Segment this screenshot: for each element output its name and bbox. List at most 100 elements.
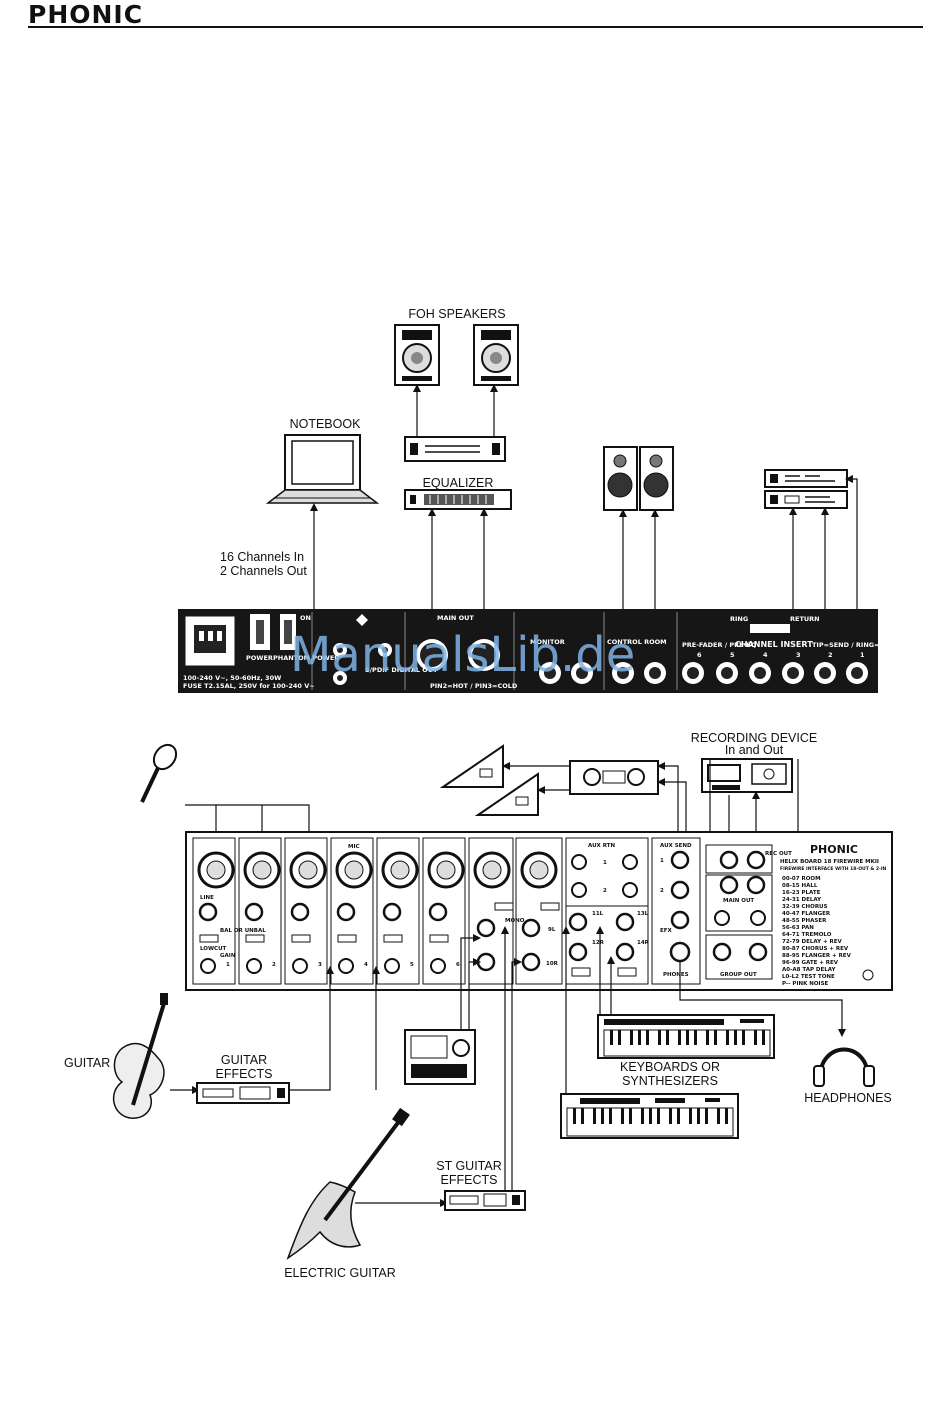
aux-send-1: 1 — [660, 858, 664, 864]
channel-number-3: 3 — [318, 962, 322, 968]
main-out-label: MAIN OUT — [437, 614, 474, 622]
phones-label: PHONES — [663, 972, 689, 978]
monitor-amplifier — [569, 760, 659, 795]
aux-send-2: 2 — [660, 888, 664, 894]
headphones-label: HEADPHONES — [804, 1091, 892, 1105]
st-guitar-label-2: EFFECTS — [441, 1173, 498, 1187]
svg-text:24-31 DELAY: 24-31 DELAY — [782, 897, 822, 903]
mixer-model: HELIX BOARD 18 FIREWIRE MKII — [780, 859, 879, 865]
keyboards-label-2: SYNTHESIZERS — [622, 1074, 718, 1088]
insert-number-1: 1 — [860, 651, 865, 659]
monitor-label: MONITOR — [530, 638, 565, 646]
main-out-front-label: MAIN OUT — [723, 898, 754, 904]
channel-number-6: 6 — [456, 962, 460, 968]
recording-sub-label: In and Out — [725, 743, 784, 757]
equalizer-unit — [404, 489, 512, 510]
guitar-label: GUITAR — [64, 1056, 110, 1070]
fuse-text: FUSE T2.15AL, 250V for 100-240 V~ — [183, 682, 315, 690]
insert-number-3: 3 — [796, 651, 801, 659]
mixer-brand: PHONIC — [810, 843, 858, 856]
main-out-pins-label: PIN2=HOT / PIN3=COLD — [430, 682, 518, 690]
svg-text:96-99 GATE + REV: 96-99 GATE + REV — [782, 960, 839, 966]
stage-monitor-bottom — [474, 772, 539, 816]
mono-label: MONO — [505, 918, 525, 924]
stereo-label-14r: 14R — [637, 940, 650, 946]
guitar-effects-unit — [196, 1082, 290, 1104]
guitar-effects-label-1: GUITAR — [221, 1053, 267, 1067]
svg-text:64-71 TREMOLO: 64-71 TREMOLO — [782, 932, 832, 938]
stereo-label-10r: 10R — [546, 961, 559, 967]
insert-number-4: 4 — [763, 651, 768, 659]
svg-text:08-15 HALL: 08-15 HALL — [782, 883, 818, 889]
svg-text:P-- PINK NOISE: P-- PINK NOISE — [782, 981, 829, 987]
channel-insert-label: CHANNEL INSERT — [735, 640, 813, 649]
lowcut-buttons — [199, 902, 560, 943]
aux-rtn-label: AUX RTN — [588, 843, 615, 849]
channel-strips — [192, 837, 563, 985]
notebook-computer — [265, 434, 380, 504]
stage-monitor-top — [439, 744, 504, 788]
insert-jacks — [682, 662, 868, 684]
notebook-label: NOTEBOOK — [290, 417, 362, 431]
svg-text:A0-A8 TAP DELAY: A0-A8 TAP DELAY — [782, 967, 836, 973]
line-inputs — [198, 902, 541, 972]
phonic-logo: PHONIC — [28, 0, 144, 29]
svg-text:40-47 FLANGER: 40-47 FLANGER — [782, 911, 831, 917]
power-amplifier — [404, 436, 506, 462]
microphone — [140, 743, 178, 803]
insert-number-6: 6 — [697, 651, 702, 659]
svg-text:80-87 CHORUS + REV: 80-87 CHORUS + REV — [782, 946, 849, 952]
svg-text:88-95 FLANGER + REV: 88-95 FLANGER + REV — [782, 953, 852, 959]
gain-label: GAIN — [220, 953, 236, 959]
equalizer-label: EQUALIZER — [423, 476, 494, 490]
foh-speakers-label: FOH SPEAKERS — [408, 307, 505, 321]
headphones — [813, 1047, 875, 1087]
svg-text:56-63 PAN: 56-63 PAN — [782, 925, 814, 931]
svg-text:72-79 DELAY + REV: 72-79 DELAY + REV — [782, 939, 842, 945]
gain-knobs — [200, 958, 446, 974]
insert-pre-label: PRE-FADER / PRE-EQ — [682, 641, 757, 649]
channels-out-label: 2 Channels Out — [220, 564, 307, 578]
digital-out-label: S/PDIF DIGITAL OUT — [365, 666, 438, 674]
channels-in-label: 16 Channels In — [220, 550, 304, 564]
mic-label: MIC — [348, 844, 360, 850]
aux-send-label: AUX SEND — [660, 843, 692, 849]
drum-machine — [404, 1029, 476, 1085]
recording-device-label: RECORDING DEVICE — [691, 731, 817, 745]
electric-guitar-label: ELECTRIC GUITAR — [284, 1266, 396, 1280]
mixer-front-panel: LINE GAIN BAL OR UNBAL LOWCUT MIC MONO 1… — [185, 831, 893, 991]
on-label: ON — [300, 614, 311, 622]
mixer-model-sub: FIREWIRE INTERFACE WITH 18-OUT & 2-IN — [780, 866, 887, 872]
insert-number-5: 5 — [730, 651, 735, 659]
svg-text:16-23 PLATE: 16-23 PLATE — [782, 890, 821, 896]
insert-number-2: 2 — [828, 651, 833, 659]
channel-number-1: 1 — [226, 962, 230, 968]
voltage-text: 100-240 V~, 50-60Hz, 30W — [183, 674, 281, 682]
svg-text:48-55 PHASER: 48-55 PHASER — [782, 918, 827, 924]
stereo-label-13l: 13L — [637, 911, 649, 917]
svg-text:32-39 CHORUS: 32-39 CHORUS — [782, 904, 828, 910]
lowcut-label: LOWCUT — [200, 946, 227, 952]
guitar-effects-label-2: EFFECTS — [216, 1067, 273, 1081]
studio-monitor-right — [639, 446, 674, 511]
control-room-label: CONTROL ROOM — [607, 638, 667, 646]
foh-speaker-left — [394, 324, 440, 386]
svg-text:00-07 ROOM: 00-07 ROOM — [782, 876, 821, 882]
watermark: ManualsLib.de — [290, 627, 635, 683]
recording-device — [701, 758, 793, 793]
stereo-label-12r: 12R — [592, 940, 605, 946]
mixer-rear-panel: 100-240 V~, 50-60Hz, 30W FUSE T2.15AL, 2… — [178, 609, 909, 693]
studio-monitor-left — [603, 446, 638, 511]
rec-out-label: REC OUT — [765, 851, 792, 857]
channel-number-5: 5 — [410, 962, 414, 968]
bal-unbal-label: BAL OR UNBAL — [220, 928, 266, 934]
acoustic-guitar — [112, 993, 168, 1119]
insert-tip-label: TIP=SEND / RING=RETURN — [812, 641, 909, 649]
xlr-inputs — [197, 851, 558, 889]
svg-text:L0-L2 TEST TONE: L0-L2 TEST TONE — [782, 974, 835, 980]
rack-effect-unit-bottom — [764, 490, 848, 509]
stereo-label-9l: 9L — [548, 927, 556, 933]
aux-rtn-1: 1 — [603, 860, 607, 866]
st-guitar-effects-unit — [444, 1190, 526, 1211]
